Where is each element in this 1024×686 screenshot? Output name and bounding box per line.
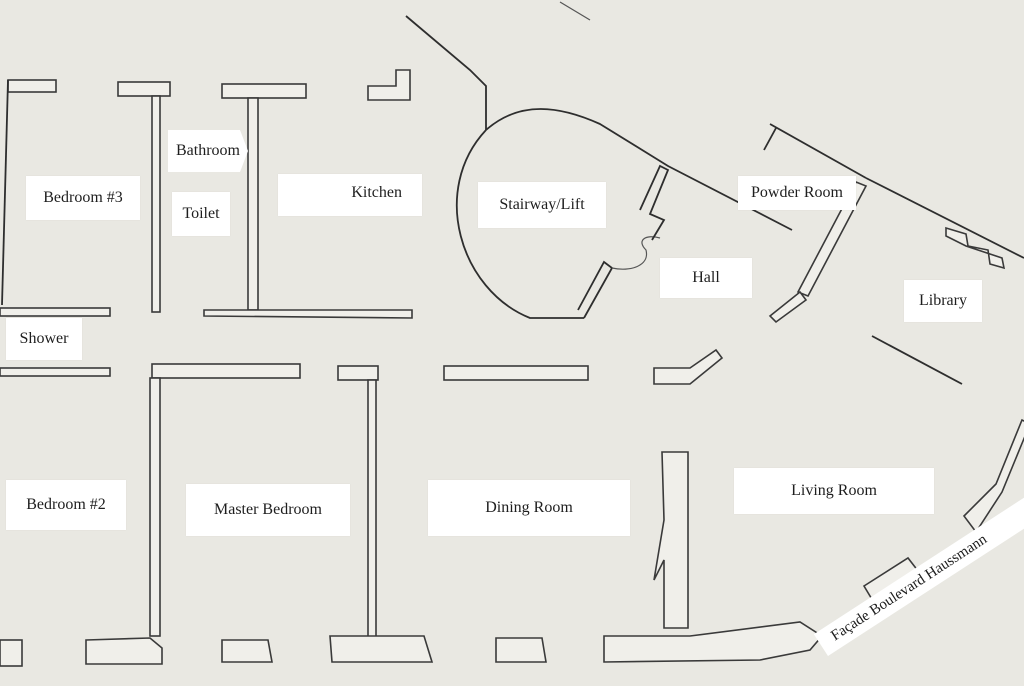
room-label-powder-room: Powder Room [738, 176, 856, 210]
room-label-bedroom-2: Bedroom #2 [6, 480, 126, 530]
room-label-living-room: Living Room [734, 468, 934, 514]
bottom-wall-segments [0, 621, 824, 667]
room-label-library: Library [904, 280, 982, 322]
room-label-kitchen: Kitchen [278, 174, 422, 216]
middle-wall-segments [151, 348, 724, 385]
room-label-dining-room: Dining Room [428, 480, 630, 536]
room-label-hall: Hall [660, 258, 752, 298]
top-wall-segments [7, 69, 411, 101]
room-label-bedroom-3: Bedroom #3 [26, 176, 140, 220]
room-label-master-bedroom: Master Bedroom [186, 484, 350, 536]
room-label-bathroom: Bathroom [168, 130, 248, 172]
room-label-stairway-lift: Stairway/Lift [478, 182, 606, 228]
stairway-drawing [405, 15, 867, 319]
left-walls [0, 79, 413, 377]
room-label-shower: Shower [6, 318, 82, 360]
room-label-toilet: Toilet [172, 192, 230, 236]
